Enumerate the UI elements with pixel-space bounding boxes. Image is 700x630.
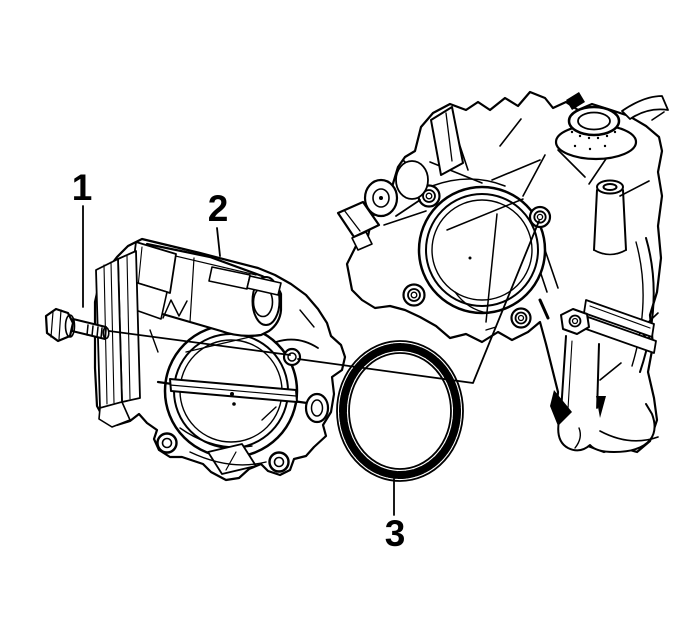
cap-dots [570,130,617,151]
throttle-plate [156,378,309,405]
callout-2-label: 2 [208,188,229,229]
bolt-hole-lower-left [402,283,426,307]
seal-ring-band [339,343,461,479]
sensor-connector [336,200,381,239]
leader-line-bolt-to-hole [108,330,291,356]
bolt-hole-lower-right [510,307,532,329]
bolt-drawing [44,307,110,343]
manifold-sensor [336,160,429,251]
throttle-body-bolt-hole [282,347,302,367]
casting-seams [149,309,315,466]
callout-leader-lines [82,205,395,516]
intake-manifold-drawing [336,90,669,454]
mounting-ears [156,338,330,475]
callout-1-label: 1 [72,167,93,208]
bolt-threads [86,324,103,339]
manifold-port-boss [593,179,627,256]
manifold-bracket [430,106,464,176]
bolt-hole-upper-right [528,205,552,229]
throttle-body-seal-drawing [336,340,464,482]
leader-line-2 [216,227,221,257]
manifold-cap [554,92,669,161]
callout-3-label: 3 [385,513,406,554]
throttle-body-drawing [93,237,347,482]
manifold-leg [538,298,659,453]
callout-labels: 1 2 3 [72,167,406,554]
manifold-hex-boss [560,308,590,335]
mounting-flange [95,241,188,428]
